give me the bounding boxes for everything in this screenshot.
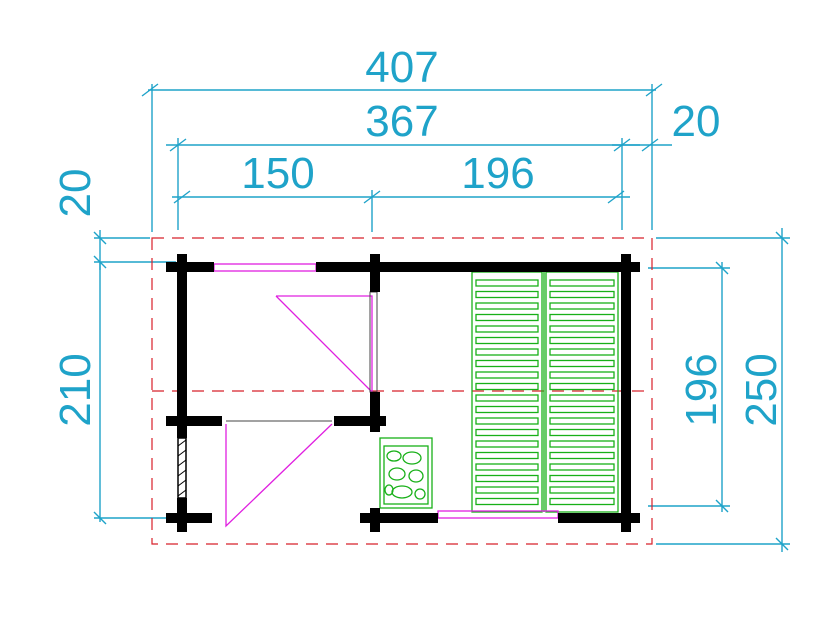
bench-slat — [549, 325, 615, 333]
bench-slat — [549, 474, 615, 483]
tick — [645, 83, 663, 97]
bench-slat — [475, 359, 539, 368]
bench-slat — [475, 451, 539, 460]
stove-stone — [391, 485, 413, 499]
bench-slat — [549, 451, 615, 460]
inner-door-leaf — [369, 291, 378, 393]
bench-slat — [475, 440, 539, 448]
bench-slat — [475, 474, 539, 483]
tick — [141, 83, 159, 97]
bench-slat — [549, 463, 615, 471]
roof-outline — [151, 237, 653, 545]
bench-slat — [475, 405, 539, 414]
stove-inner — [383, 445, 429, 505]
inner-door-swing — [275, 295, 373, 394]
bench-slats — [475, 279, 615, 506]
bench-slat — [475, 382, 539, 391]
label-left-room: 150 — [241, 149, 314, 198]
label-inner-width: 367 — [365, 97, 438, 146]
bench-slat — [549, 417, 615, 425]
stove-outer — [379, 437, 433, 509]
bench-slat — [475, 497, 539, 506]
sauna-bench — [471, 271, 619, 513]
bench-slat — [475, 348, 539, 356]
side-vent-hatch — [177, 439, 187, 497]
bench-slat — [549, 440, 615, 448]
label-right-inner-height: 196 — [677, 353, 726, 426]
bench-slat — [475, 394, 539, 402]
bench-slat — [549, 394, 615, 402]
walls — [166, 254, 640, 532]
top-window — [213, 263, 317, 272]
bench-slat — [475, 417, 539, 425]
bench-slat — [475, 313, 539, 322]
bench-slat — [475, 290, 539, 299]
roof-outline-rect — [151, 237, 653, 545]
stove — [379, 437, 433, 509]
bench-slat — [475, 279, 539, 287]
bench-slat — [549, 348, 615, 356]
label-overall-height: 250 — [737, 353, 786, 426]
side-vent — [177, 437, 187, 499]
bench-slat — [549, 313, 615, 322]
bench-slat — [549, 302, 615, 310]
stove-stone — [384, 484, 394, 496]
tick — [173, 190, 191, 204]
label-overall-width: 407 — [365, 43, 438, 92]
label-left-height: 210 — [51, 353, 100, 426]
bench-slat — [549, 290, 615, 299]
bench-slat — [475, 463, 539, 471]
stove-stone — [414, 488, 426, 500]
bench-slat — [475, 325, 539, 333]
bench-slat — [549, 371, 615, 379]
bench-slat — [475, 302, 539, 310]
stove-stone — [386, 450, 402, 462]
bench-slat — [475, 428, 539, 437]
stove-stone — [402, 451, 422, 465]
bench-slat — [549, 359, 615, 368]
horizontal-dimension-lines — [141, 83, 672, 232]
tick — [641, 138, 659, 152]
bench-slat — [549, 405, 615, 414]
bench-slat — [475, 336, 539, 345]
stove-stone — [388, 467, 406, 481]
entrance-door-swing — [225, 423, 333, 528]
bench-slat — [475, 371, 539, 379]
stove-stone — [408, 469, 424, 483]
bench-slat — [549, 382, 615, 391]
bench-slat — [475, 486, 539, 494]
vertical-dimension-lines — [93, 228, 790, 552]
bench-slat — [549, 486, 615, 494]
bench-slat — [549, 336, 615, 345]
bench-slat — [549, 497, 615, 506]
bench-slat — [549, 428, 615, 437]
bench-slat — [549, 279, 615, 287]
label-right-room: 196 — [461, 149, 534, 198]
label-right-offset: 20 — [672, 97, 721, 146]
dimension-labels: 407 367 20 150 196 20 210 196 250 — [51, 43, 786, 427]
label-top-offset: 20 — [51, 169, 100, 218]
